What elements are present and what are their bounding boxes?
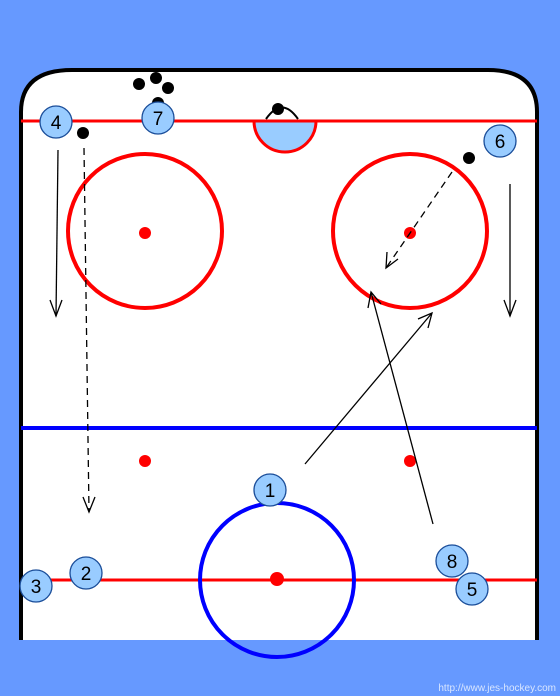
player-number: 8	[447, 552, 458, 573]
player-number: 2	[81, 564, 92, 585]
player-number: 7	[153, 109, 164, 130]
player-marker	[483, 124, 517, 158]
player-6: 6	[483, 124, 517, 158]
skate-arrowhead-4	[49, 299, 63, 318]
skate-arrow-8	[370, 291, 434, 525]
neutral-dot-right	[404, 455, 416, 467]
neutral-dot-left	[139, 455, 151, 467]
movement-arrows	[49, 147, 517, 525]
pass-arrow-6	[385, 171, 453, 269]
puck	[463, 152, 475, 164]
faceoff-circle-right	[331, 152, 489, 310]
skate-arrowhead-6	[503, 299, 517, 318]
player-1: 1	[253, 473, 287, 507]
net-arc	[265, 106, 299, 120]
puck	[162, 82, 174, 94]
player-5: 5	[455, 572, 489, 606]
skate-arrowhead-1	[417, 311, 433, 329]
player-marker	[69, 556, 103, 590]
player-marker	[253, 473, 287, 507]
player-marker	[39, 105, 73, 139]
player-marker	[19, 569, 53, 603]
skate-arrow-4	[55, 149, 59, 317]
faceoff-dot-left	[139, 227, 151, 239]
player-number: 5	[467, 580, 478, 601]
player-number: 1	[265, 481, 276, 502]
player-marker	[141, 101, 175, 135]
puck	[77, 127, 89, 139]
skate-arrow-1	[304, 312, 433, 465]
player-number: 4	[51, 113, 62, 134]
pass-arrowhead-6	[385, 251, 399, 270]
player-2: 2	[69, 556, 103, 590]
player-3: 3	[19, 569, 53, 603]
watermark: http://www.jes-hockey.com	[438, 683, 556, 694]
pass-arrowhead-left	[82, 496, 96, 514]
player-number: 6	[495, 132, 506, 153]
player-number: 3	[31, 577, 42, 598]
player-marker	[435, 544, 469, 578]
center-dot	[270, 572, 284, 586]
puck	[150, 72, 162, 84]
faceoff-circle-left	[66, 152, 224, 310]
rink-ice	[21, 70, 537, 640]
skate-arrowhead-8	[367, 290, 382, 309]
puck	[133, 78, 145, 90]
pass-arrow-left	[83, 147, 90, 513]
player-4: 4	[39, 105, 73, 139]
rink-boards	[19, 68, 539, 640]
player-8: 8	[435, 544, 469, 578]
goal-crease	[252, 119, 318, 154]
player-7: 7	[141, 101, 175, 135]
player-marker	[455, 572, 489, 606]
